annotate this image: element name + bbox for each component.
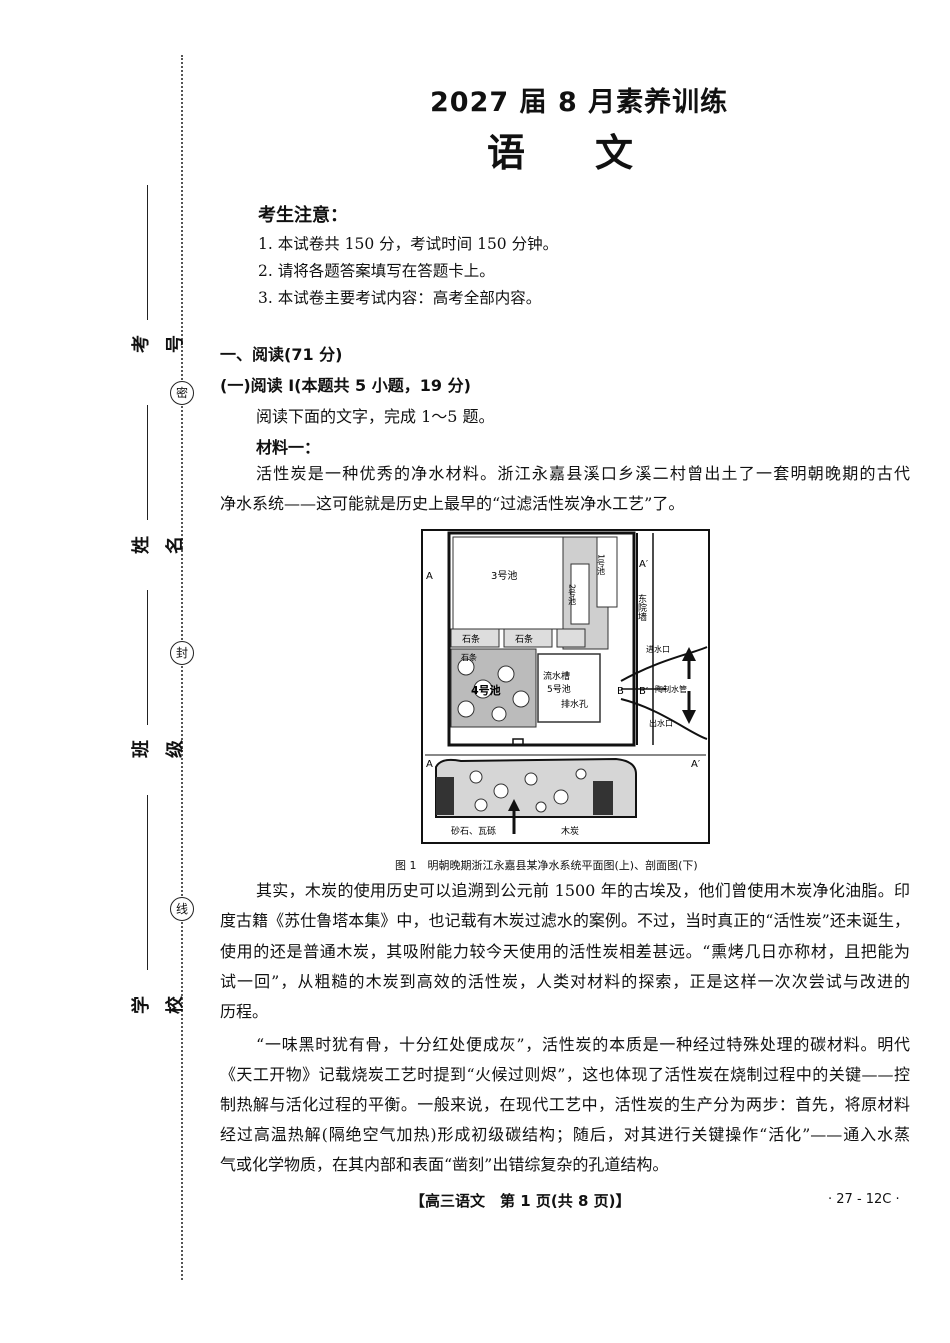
water-system-figure: 3号池 2号池 1号池 东院墙 石条 石条 石条 4号池 流水槽 5号池 排水孔…	[421, 529, 710, 844]
paragraph-line: 经过高温热解(隔绝空气加热)形成初级碳结构；随后，对其进行关键操作“活化”——通…	[220, 1125, 910, 1144]
label-section-a-prime: A′	[639, 559, 649, 570]
seal-xian: 线	[170, 897, 194, 921]
paragraph-line: 试一回”，从粗糙的木炭到高效的活性炭，人类对材料的探索，正是这样一次次尝试与改进…	[220, 972, 910, 991]
field-line-exam-number[interactable]	[147, 185, 148, 320]
field-line-school[interactable]	[147, 795, 148, 970]
label-pool-4: 4号池	[471, 683, 501, 697]
label-drain-hole: 排水孔	[561, 698, 588, 710]
page-footer: 【高三语文 第 1 页(共 8 页)】	[410, 1192, 631, 1210]
seal-mi: 密	[170, 381, 194, 405]
paragraph-line: 净水系统——这可能就是历史上最早的“过滤活性炭净水工艺”了。	[220, 494, 685, 513]
material-label: 材料一：	[256, 438, 321, 457]
paragraph-line: 气或化学物质，在其内部和表面“凿刻”出错综复杂的孔道结构。	[220, 1155, 669, 1174]
label-pool-5: 5号池	[547, 683, 571, 695]
label-section-b-prime: B′	[639, 686, 649, 697]
paragraph-line: 制热解与活化过程的平衡。一般来说，在现代工艺中，活性炭的生产分为两步：首先，将原…	[220, 1095, 910, 1114]
paragraph-line: 使用的还是普通木炭，其吸附能力较今天使用的活性炭相差甚远。“熏烤几日亦称材，且把…	[220, 942, 910, 961]
label-name: 姓名	[131, 536, 186, 554]
label-exam-number: 考号	[131, 335, 186, 353]
label-inlet: 进水口	[646, 644, 670, 654]
notice-item: 1. 本试卷共 150 分，考试时间 150 分钟。	[258, 235, 559, 253]
label-class: 班级	[131, 740, 186, 758]
seal-feng: 封	[170, 641, 194, 665]
exam-title: 2027 届 8 月素养训练	[430, 87, 729, 118]
field-line-name[interactable]	[147, 405, 148, 520]
label-channel: 流水槽	[543, 670, 570, 682]
section-title: 一、阅读(71 分)	[220, 345, 343, 364]
paragraph-line: 活性炭是一种优秀的净水材料。浙江永嘉县溪口乡溪二村曾出土了一套明朝晚期的古代	[256, 464, 910, 483]
figure-caption: 图 1 明朝晚期浙江永嘉县某净水系统平面图(上)、剖面图(下)	[395, 859, 698, 872]
paragraph-line: 历程。	[220, 1002, 269, 1021]
paragraph-line: 度古籍《苏仕鲁塔本集》中，也记载有木炭过滤水的案例。不过，当时真正的“活性炭”还…	[220, 911, 910, 930]
label-gravel: 砂石、瓦砾	[451, 825, 496, 837]
section-instruction: 阅读下面的文字，完成 1～5 题。	[256, 407, 495, 426]
label-pool-1: 1号池	[597, 554, 606, 575]
label-pipe: 陶制水管	[655, 684, 687, 694]
paragraph-line: “一味黑时犹有骨，十分红处便成灰”，活性炭的本质是一种经过特殊处理的碳材料。明代	[256, 1035, 910, 1054]
subject-title: 语文	[487, 131, 704, 175]
paper-code: · 27 - 12C ·	[828, 1192, 900, 1207]
label-east-wall: 东院墙	[636, 593, 647, 622]
field-line-class[interactable]	[147, 590, 148, 725]
label-section-a-lower: A	[426, 759, 433, 770]
paragraph-line: 《天工开物》记载烧炭工艺时提到“火候过则烬”，这也体现了活性炭在烧制过程中的关键…	[220, 1065, 910, 1084]
notice-item: 2. 请将各题答案填写在答题卡上。	[258, 262, 495, 280]
label-section-a: A	[426, 571, 433, 582]
paragraph-line: 其实，木炭的使用历史可以追溯到公元前 1500 年的古埃及，他们曾使用木炭净化油…	[256, 881, 910, 900]
label-stone-1: 石条	[462, 633, 480, 645]
binding-dotted-line	[181, 55, 183, 1280]
label-section-b: B	[617, 686, 624, 697]
label-school: 学校	[131, 996, 186, 1014]
label-section-a-prime-lower: A′	[691, 759, 701, 770]
notice-item: 3. 本试卷主要考试内容：高考全部内容。	[258, 289, 542, 307]
label-pool-2: 2号池	[568, 584, 577, 605]
label-pool-3: 3号池	[491, 569, 517, 582]
water-system-diagram: 3号池 2号池 1号池 东院墙 石条 石条 石条 4号池 流水槽 5号池 排水孔…	[421, 529, 710, 844]
label-outlet: 出水口	[649, 718, 673, 728]
notice-title: 考生注意：	[258, 205, 348, 226]
label-stone-3: 石条	[461, 652, 477, 662]
section-subtitle: (一)阅读 Ⅰ(本题共 5 小题，19 分)	[220, 376, 471, 395]
label-charcoal: 木炭	[561, 825, 579, 837]
label-stone-2: 石条	[515, 633, 533, 645]
